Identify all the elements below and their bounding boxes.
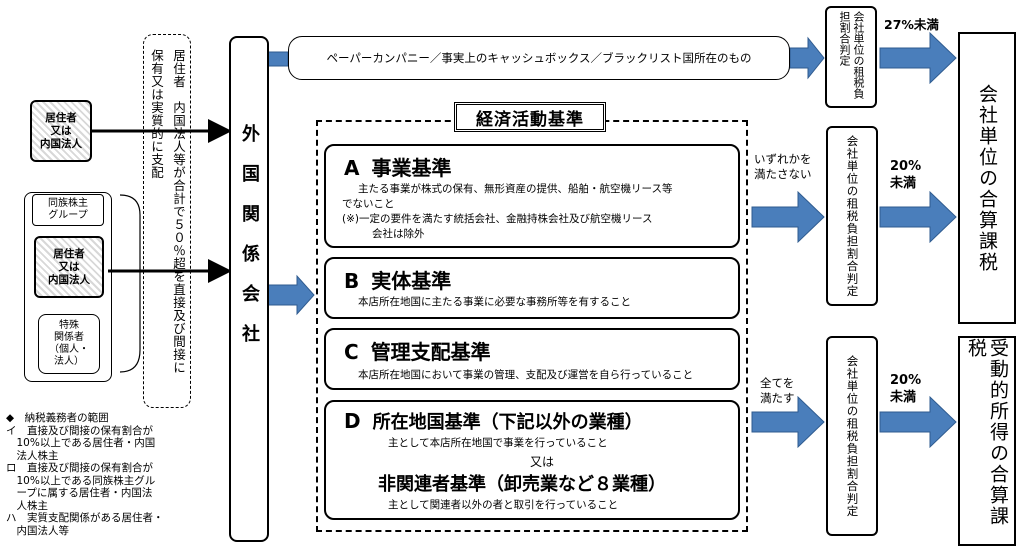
criterion-d-box: D 所在地国基準（下記以外の業種） 主として本店所在地国で事業を行っていること … [324, 400, 740, 520]
passive-income-aggregation-result: 受動的所得の合算課税 [958, 336, 1016, 546]
foreign-related-company-box: 外国関係会社 [229, 36, 269, 542]
group-label-box: 同族株主 グループ [32, 194, 104, 226]
economic-activity-title: 経済活動基準 [476, 109, 584, 130]
connector-cfc-paper [267, 51, 289, 67]
mid-tax-burden-judgement: 会社単位の租税負担割合判定 [826, 126, 878, 306]
criterion-d-title2: 非関連者基準（卸売業など８業種） [378, 474, 666, 495]
company-level-aggregation-result: 会社単位の合算課税 [958, 32, 1016, 324]
top-judgement-label: 会社単位の租税負担割合判定 [838, 11, 865, 99]
taxpayer-scope-notes: ◆ 納税義務者の範囲 イ 直接及び間接の保有割合が 10%以上である居住者・内国… [6, 412, 206, 537]
ownership-criteria-box: 居住者 内国法人等が合計で５０％超を直接及び間接に 保有又は実質的に支配 [143, 34, 191, 408]
criterion-d-or: 又は [530, 455, 555, 469]
arrow-mid-judge-to-result [879, 190, 957, 244]
criterion-a-letter: A [344, 156, 360, 180]
criterion-c-letter: C [344, 340, 359, 364]
arrow-econ-fail-to-judge [751, 190, 825, 244]
criterion-a-box: A 事業基準 主たる事業が株式の保有、無形資産の提供、船舶・航空機リース等 でな… [324, 144, 740, 248]
criterion-b-box: B 実体基準 本店所在地国に主たる事業に必要な事務所等を有すること [324, 257, 740, 319]
top-tax-burden-judgement: 会社単位の租税負担割合判定 [825, 6, 877, 108]
arrow-bottom-judge-to-result [879, 395, 957, 449]
criterion-c-box: C 管理支配基準 本店所在地国において事業の管理、支配及び運営を自ら行っているこ… [324, 328, 740, 390]
notes-item-i: イ 直接及び間接の保有割合が 10%以上である居住者・内国 法人株主 [6, 424, 156, 462]
group-container [24, 192, 112, 382]
criterion-b-title: 実体基準 [371, 269, 452, 293]
top-rate-label: 27%未満 [884, 17, 939, 32]
criterion-b-letter: B [344, 269, 360, 293]
criterion-d-letter: D [344, 409, 361, 433]
bottom-tax-burden-judgement: 会社単位の租税負担割合判定 [826, 336, 878, 536]
passive-income-aggregation-label: 受動的所得の合算課税 [965, 338, 1009, 527]
resident-box-1-label: 居住者 又は 内国法人 [40, 111, 82, 150]
resident-box-2-label: 居住者 又は 内国法人 [48, 247, 90, 286]
arrow-cfc-to-econ [267, 274, 315, 316]
arrow-paper-to-judge [789, 36, 825, 80]
criterion-d-title1: 所在地国基準（下記以外の業種） [372, 412, 643, 433]
ownership-criteria-line2: 保有又は実質的に支配 [149, 49, 164, 179]
resident-box-1: 居住者 又は 内国法人 [30, 100, 92, 162]
criterion-a-desc3: (※)一定の要件を満たす統括会社、金融持株会社及び航空機リース [342, 213, 653, 225]
paper-company-box: ペーパーカンパニー／事実上のキャッシュボックス／ブラックリスト国所在のもの [288, 36, 790, 80]
mid-judgement-label: 会社単位の租税負担割合判定 [845, 134, 860, 298]
notes-heading: ◆ 納税義務者の範囲 [6, 412, 109, 424]
notes-item-ro: ロ 直接及び間接の保有割合が 10%以上である同族株主グル ープに属する居住者・… [6, 462, 156, 512]
condition-all-label: 全てを 満たす [760, 376, 795, 405]
arrow-econ-all-to-judge [751, 395, 825, 449]
group-bracket [119, 194, 141, 373]
group-label: 同族株主 グループ [48, 198, 88, 221]
criterion-a-desc4: 会社は除外 [372, 228, 425, 240]
criterion-d-desc2: 主として関連者以外の者と取引を行っていること [388, 499, 619, 511]
bottom-judgement-label: 会社単位の租税負担割合判定 [845, 354, 860, 518]
condition-fail-label: いずれかを 満たさない [754, 152, 812, 181]
criterion-b-desc: 本店所在地国に主たる事業に必要な事務所等を有すること [358, 296, 631, 308]
criterion-c-desc: 本店所在地国において事業の管理、支配及び運営を自ら行っていること [358, 369, 694, 381]
mid-rate-label: 20% 未満 [890, 159, 922, 191]
special-related-box: 特殊 関係者 （個人・ 法人） [38, 314, 100, 374]
ownership-criteria-line1: 居住者 内国法人等が合計で５０％超を直接及び間接に [171, 49, 186, 374]
special-related-label: 特殊 関係者 （個人・ 法人） [49, 320, 89, 367]
company-level-aggregation-label: 会社単位の合算課税 [976, 83, 998, 273]
notes-item-ha: ハ 実質支配関係がある居住者・ 内国法人等 [6, 512, 164, 537]
criterion-c-title: 管理支配基準 [370, 340, 491, 364]
paper-company-label: ペーパーカンパニー／事実上のキャッシュボックス／ブラックリスト国所在のもの [326, 51, 752, 65]
economic-activity-title-box: 経済活動基準 [454, 102, 606, 132]
criterion-d-desc1: 主として本店所在地国で事業を行っていること [388, 437, 608, 449]
resident-box-2: 居住者 又は 内国法人 [34, 236, 104, 298]
foreign-related-company-label: 外国関係会社 [239, 124, 260, 364]
arrow-top-judge-to-result [879, 31, 957, 85]
criterion-a-desc2: でないこと [342, 198, 395, 210]
criterion-a-desc1: 主たる事業が株式の保有、無形資産の提供、船舶・航空機リース等 [358, 183, 673, 195]
criterion-a-title: 事業基準 [371, 156, 452, 180]
bottom-rate-label: 20% 未満 [890, 373, 922, 405]
